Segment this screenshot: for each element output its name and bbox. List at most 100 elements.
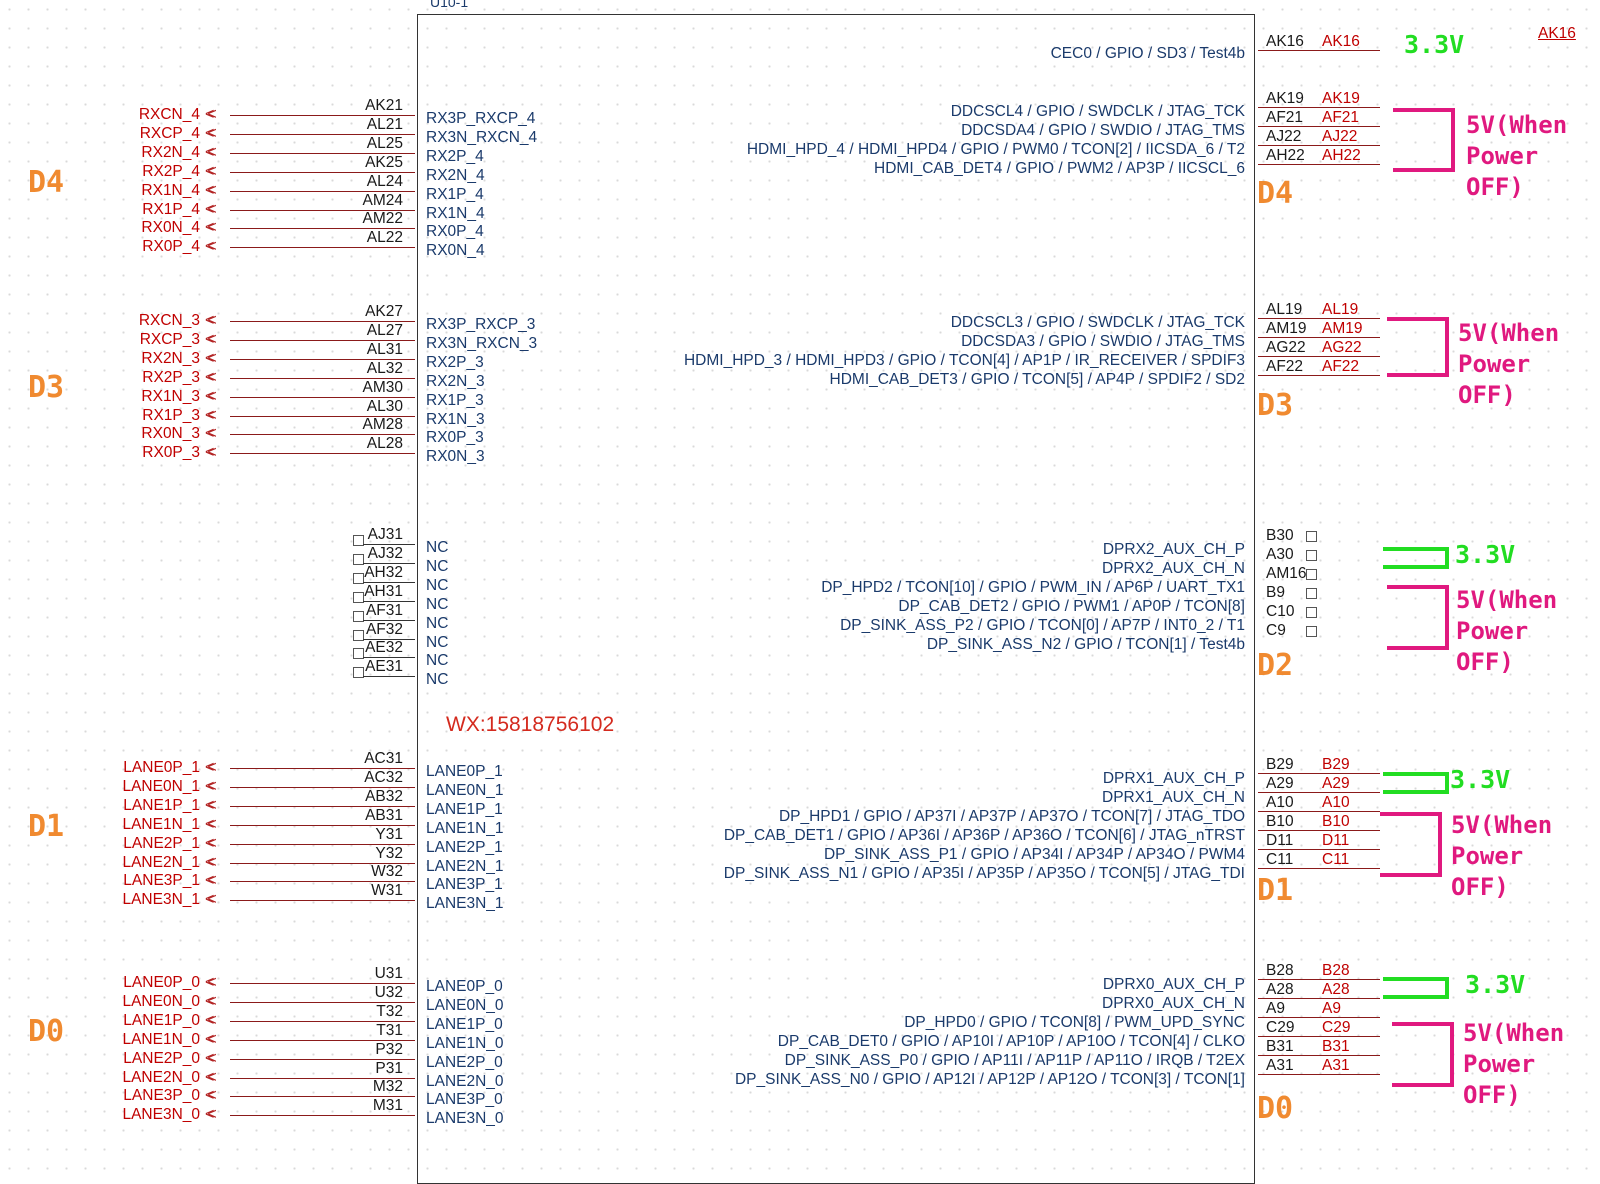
port-arrow: << [205,992,216,1010]
voltage-3v3-label: 3.3V [1465,970,1526,999]
signal-name: DDCSDA4 / GPIO / SWDIO / JTAG_TMS [961,121,1245,139]
port-label: LANE1N_0 [122,1030,200,1048]
port-arrow: << [205,1030,216,1048]
wire [1258,997,1380,999]
section-label-d0: D0 [1257,1091,1294,1126]
wire [363,638,415,640]
port-arrow: << [205,796,216,814]
voltage-5v-label: 5V(When [1458,319,1560,347]
signal-name: DP_SINK_ASS_N2 / GPIO / TCON[1] / Test4b [926,635,1245,653]
signal-name: RX3N_RXCN_3 [426,334,538,352]
signal-name: DP_SINK_ASS_P2 / GPIO / TCON[0] / AP7P /… [840,616,1245,634]
port-label: RXCN_3 [138,312,200,329]
wire [230,1115,415,1117]
port-arrow: << [205,124,216,142]
signal-name: DP_HPD1 / GPIO / AP37I / AP37P / AP37O /… [778,807,1245,825]
port-label: B10 [1322,812,1350,830]
pin-number: AM30 [362,378,404,396]
wire [230,396,415,398]
pin-number: AH22 [1266,146,1305,164]
pin-number: B9 [1266,583,1285,601]
wire [1258,355,1380,357]
pin-number: P31 [375,1059,403,1077]
signal-name: RX3P_RXCP_3 [426,316,536,333]
pin-number: B10 [1266,812,1294,830]
voltage-5v-label: 5V(When [1463,1019,1565,1047]
pin-number: AK16 [1266,33,1304,50]
port-label: RX0P_3 [142,444,200,462]
signal-name: LANE0P_0 [426,978,503,995]
signal-name: NC [426,614,449,632]
section-label-d3: D3 [28,370,65,405]
port-label: AK16 [1322,33,1360,50]
section-label-d4: D4 [28,165,65,200]
voltage-5v-label: Power [1451,842,1524,870]
pin-number: AJ32 [367,544,403,562]
wire [363,581,415,583]
port-arrow: << [205,815,216,833]
pin-number: Y32 [375,844,403,862]
signal-name: DDCSDA3 / GPIO / SWDIO / JTAG_TMS [961,332,1245,350]
wire [1258,336,1380,338]
port-arrow: << [205,853,216,871]
signal-name: DP_CAB_DET1 / GPIO / AP36I / AP36P / AP3… [723,826,1245,844]
pin-number: AK25 [365,153,403,171]
wire [1258,810,1380,812]
wire [230,358,415,360]
pin-number: AF32 [365,620,403,638]
wire [230,1020,415,1022]
port-label: LANE1P_1 [123,796,200,814]
nc-pin-terminal [353,591,364,603]
signal-name: LANE1N_0 [426,1034,504,1052]
wire [230,1058,415,1060]
pin-number: AJ31 [367,526,403,543]
pin-number: Y31 [375,825,403,843]
port-label: RX0P_4 [142,238,200,256]
section-label-d2: D2 [1257,648,1294,683]
wire [1258,979,1380,980]
port-arrow: << [205,406,216,424]
port-label: LANE0N_0 [122,992,200,1010]
port-arrow: << [205,368,216,386]
pin-number: AL22 [366,229,403,247]
wire [1258,867,1380,869]
signal-name: RX1P_4 [426,185,484,203]
signal-name: RX3P_RXCP_4 [426,110,536,127]
pin-number: AB32 [365,787,403,805]
nc-pin-terminal [353,553,364,565]
wire [230,824,415,826]
pin-number: AB31 [365,806,403,824]
wire [1258,318,1380,319]
voltage-5v-label: Power [1456,617,1529,645]
wire [230,209,415,211]
port-arrow: << [205,1049,216,1067]
port-label: LANE1P_0 [123,1011,200,1029]
port-arrow: << [205,181,216,199]
port-label: RXCP_4 [139,124,200,142]
wire [230,1001,415,1003]
voltage-5v-label: 5V(When [1451,811,1553,839]
voltage-5v-label: Power [1458,350,1531,378]
nc-pin-terminal [1306,549,1317,561]
port-label: AH22 [1322,146,1361,164]
wire [1258,50,1380,51]
pin-number: P32 [375,1040,403,1058]
signal-name: LANE3P_0 [426,1091,503,1109]
watermark-text: WX:15818756102 [446,713,615,736]
wire [230,1077,415,1079]
voltage-5v-label: 5V(When [1466,111,1568,139]
wire [230,115,415,116]
nc-pin-terminal [1306,568,1317,580]
signal-name: NC [426,557,449,575]
nc-pin-terminal [353,572,364,584]
wire [230,453,415,455]
port-arrow: << [205,238,216,256]
signal-name: HDMI_HPD_3 / HDMI_HPD3 / GPIO / TCON[4] … [683,351,1245,369]
port-label: C11 [1322,850,1350,868]
signal-name: DDCSCL3 / GPIO / SWDCLK / JTAG_TCK [950,314,1245,331]
port-arrow: << [205,219,216,237]
pin-number: B31 [1266,1037,1294,1055]
pin-number: AK27 [365,303,403,320]
signal-name: RX1N_3 [426,410,485,428]
port-label: B29 [1322,756,1350,773]
